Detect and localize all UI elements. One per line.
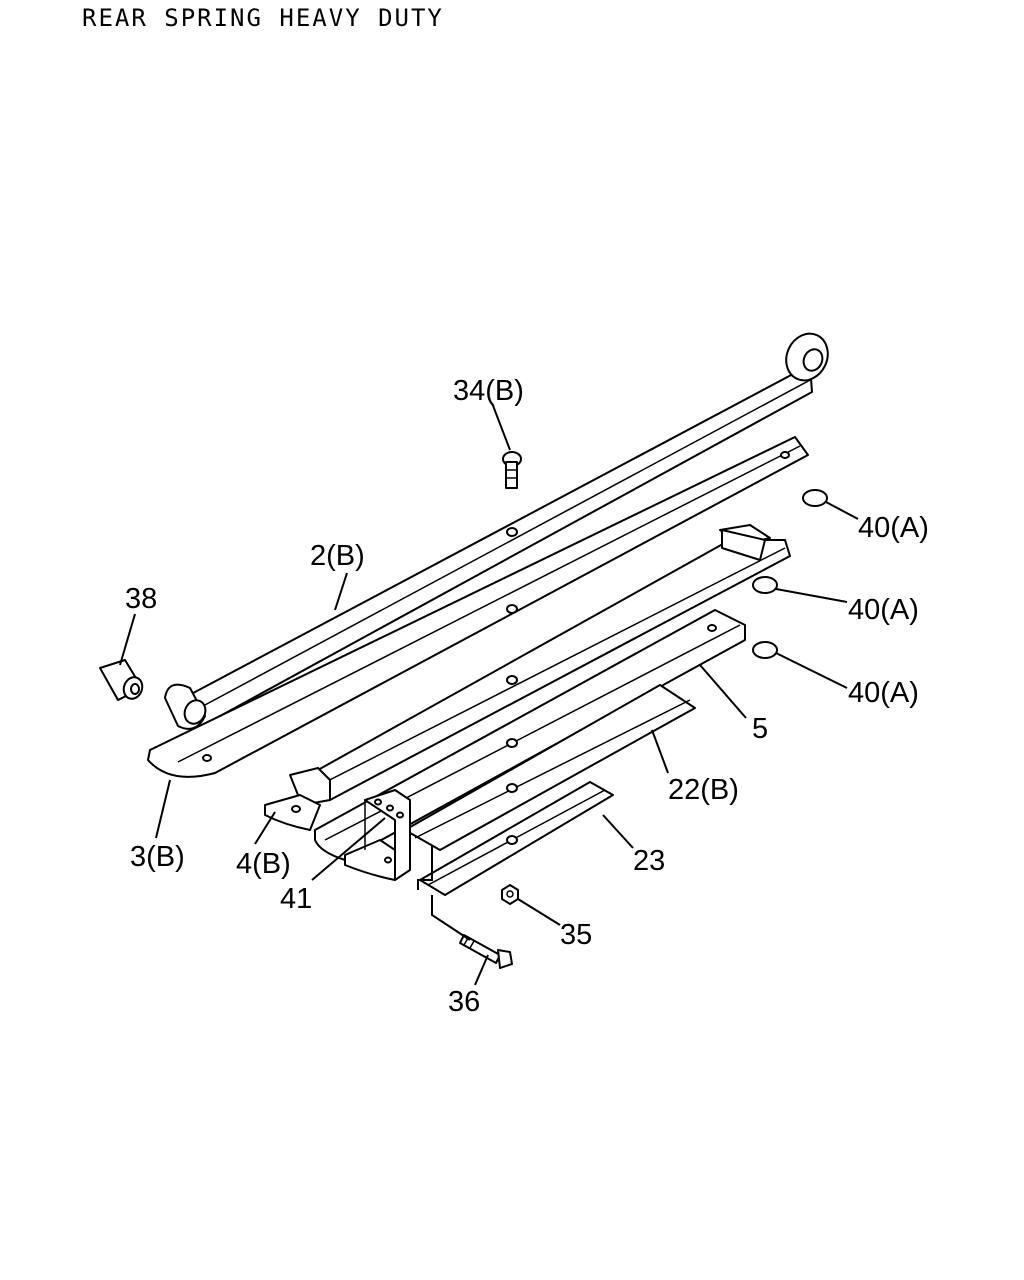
callout-22: 22(B) (668, 774, 739, 806)
guide-line (431, 895, 471, 941)
bolt-34 (502, 451, 522, 489)
callout-40-top: 40(A) (858, 512, 929, 544)
callout-34: 34(B) (453, 375, 524, 407)
nut-35 (501, 884, 519, 905)
callout-38: 38 (125, 583, 157, 615)
leaf-4 (264, 524, 791, 831)
callout-40-mid: 40(A) (848, 594, 919, 626)
callout-4: 4(B) (236, 848, 291, 880)
callout-41: 41 (280, 883, 312, 915)
callout-23: 23 (633, 845, 665, 877)
callout-3: 3(B) (130, 841, 185, 873)
leaf-22 (404, 684, 696, 851)
bracket-41 (344, 789, 411, 881)
callout-35: 35 (560, 919, 592, 951)
main-leaf-2 (164, 332, 829, 730)
callout-5: 5 (752, 713, 768, 745)
leaf-23 (419, 781, 614, 896)
diagram-title: REAR SPRING HEAVY DUTY (82, 4, 444, 32)
bushing-38 (99, 659, 144, 701)
callout-36: 36 (448, 986, 480, 1018)
leader-lines (119, 402, 859, 986)
bolt-36 (459, 934, 513, 969)
cap-40-mid (752, 576, 778, 594)
cap-40-low (752, 641, 778, 659)
cap-40-top (802, 489, 828, 507)
guide-line (417, 845, 433, 890)
callout-40-low: 40(A) (848, 677, 919, 709)
leaf-3 (147, 436, 809, 778)
callout-2: 2(B) (310, 540, 365, 572)
